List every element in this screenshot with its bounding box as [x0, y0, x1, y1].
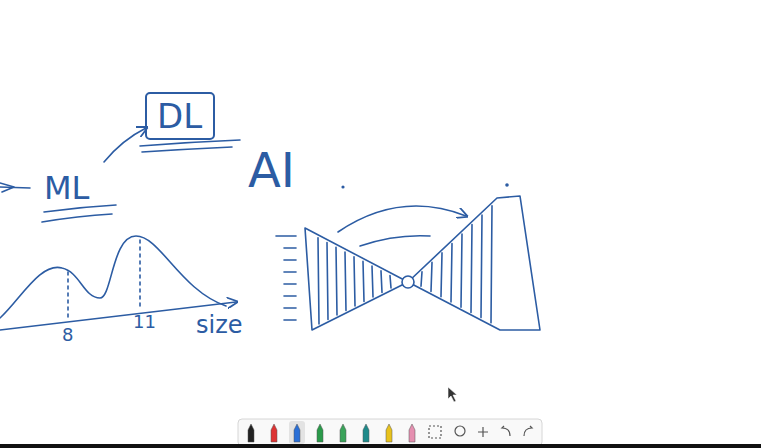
decoder-shape [408, 196, 540, 330]
pen-toolbar [238, 419, 542, 446]
peak-marker [139, 240, 141, 310]
peak-value: 8 [62, 326, 73, 344]
axis-label: size [196, 313, 243, 337]
underline [142, 147, 232, 152]
toolbar-icons [248, 421, 532, 444]
node-text: DL [157, 99, 203, 133]
mouse-cursor [448, 387, 457, 402]
hatching [318, 206, 492, 324]
underline [140, 140, 240, 146]
arc-arrow [338, 206, 466, 232]
peak-marker [67, 272, 69, 318]
taskbar [0, 444, 761, 448]
arrow [104, 128, 146, 162]
underline [44, 205, 116, 212]
dot [506, 184, 508, 186]
peak-value: 11 [133, 313, 156, 331]
encoder-shape [305, 228, 408, 330]
arc-stroke [360, 236, 430, 246]
arrow-shaft [0, 187, 30, 188]
term-label: ML [44, 172, 89, 204]
bimodal-curve [0, 236, 226, 318]
term-label: AI [248, 146, 295, 194]
bottleneck [402, 276, 414, 288]
boxed-term: DL [145, 92, 215, 140]
dot [342, 186, 344, 188]
tick-marks [276, 236, 296, 320]
underline [42, 214, 112, 222]
